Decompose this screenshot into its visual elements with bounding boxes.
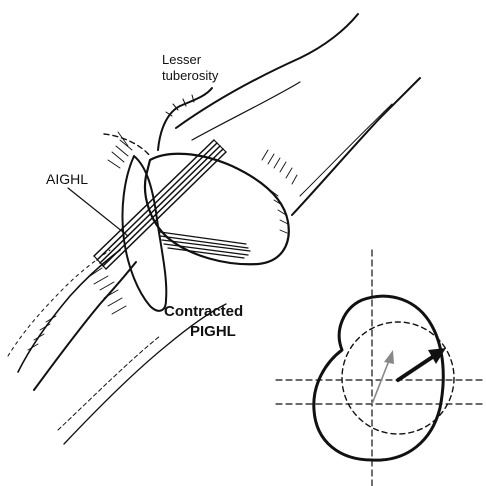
aighl-leader-line [68,188,128,236]
lesser-tuberosity-label: Lesser [162,52,202,67]
glenoid-inset [276,250,486,486]
pighl-ligament-band [160,232,250,258]
black-translation-arrow [398,356,434,380]
lesser-tuberosity-label-line2: tuberosity [162,68,219,83]
contracted-pighl-label-line2: PIGHL [190,323,236,340]
aighl-label: AIGHL [46,171,88,187]
grey-translation-arrow [372,358,390,404]
glenoid-outline [314,296,443,460]
contracted-pighl-label: Contracted [164,303,243,320]
